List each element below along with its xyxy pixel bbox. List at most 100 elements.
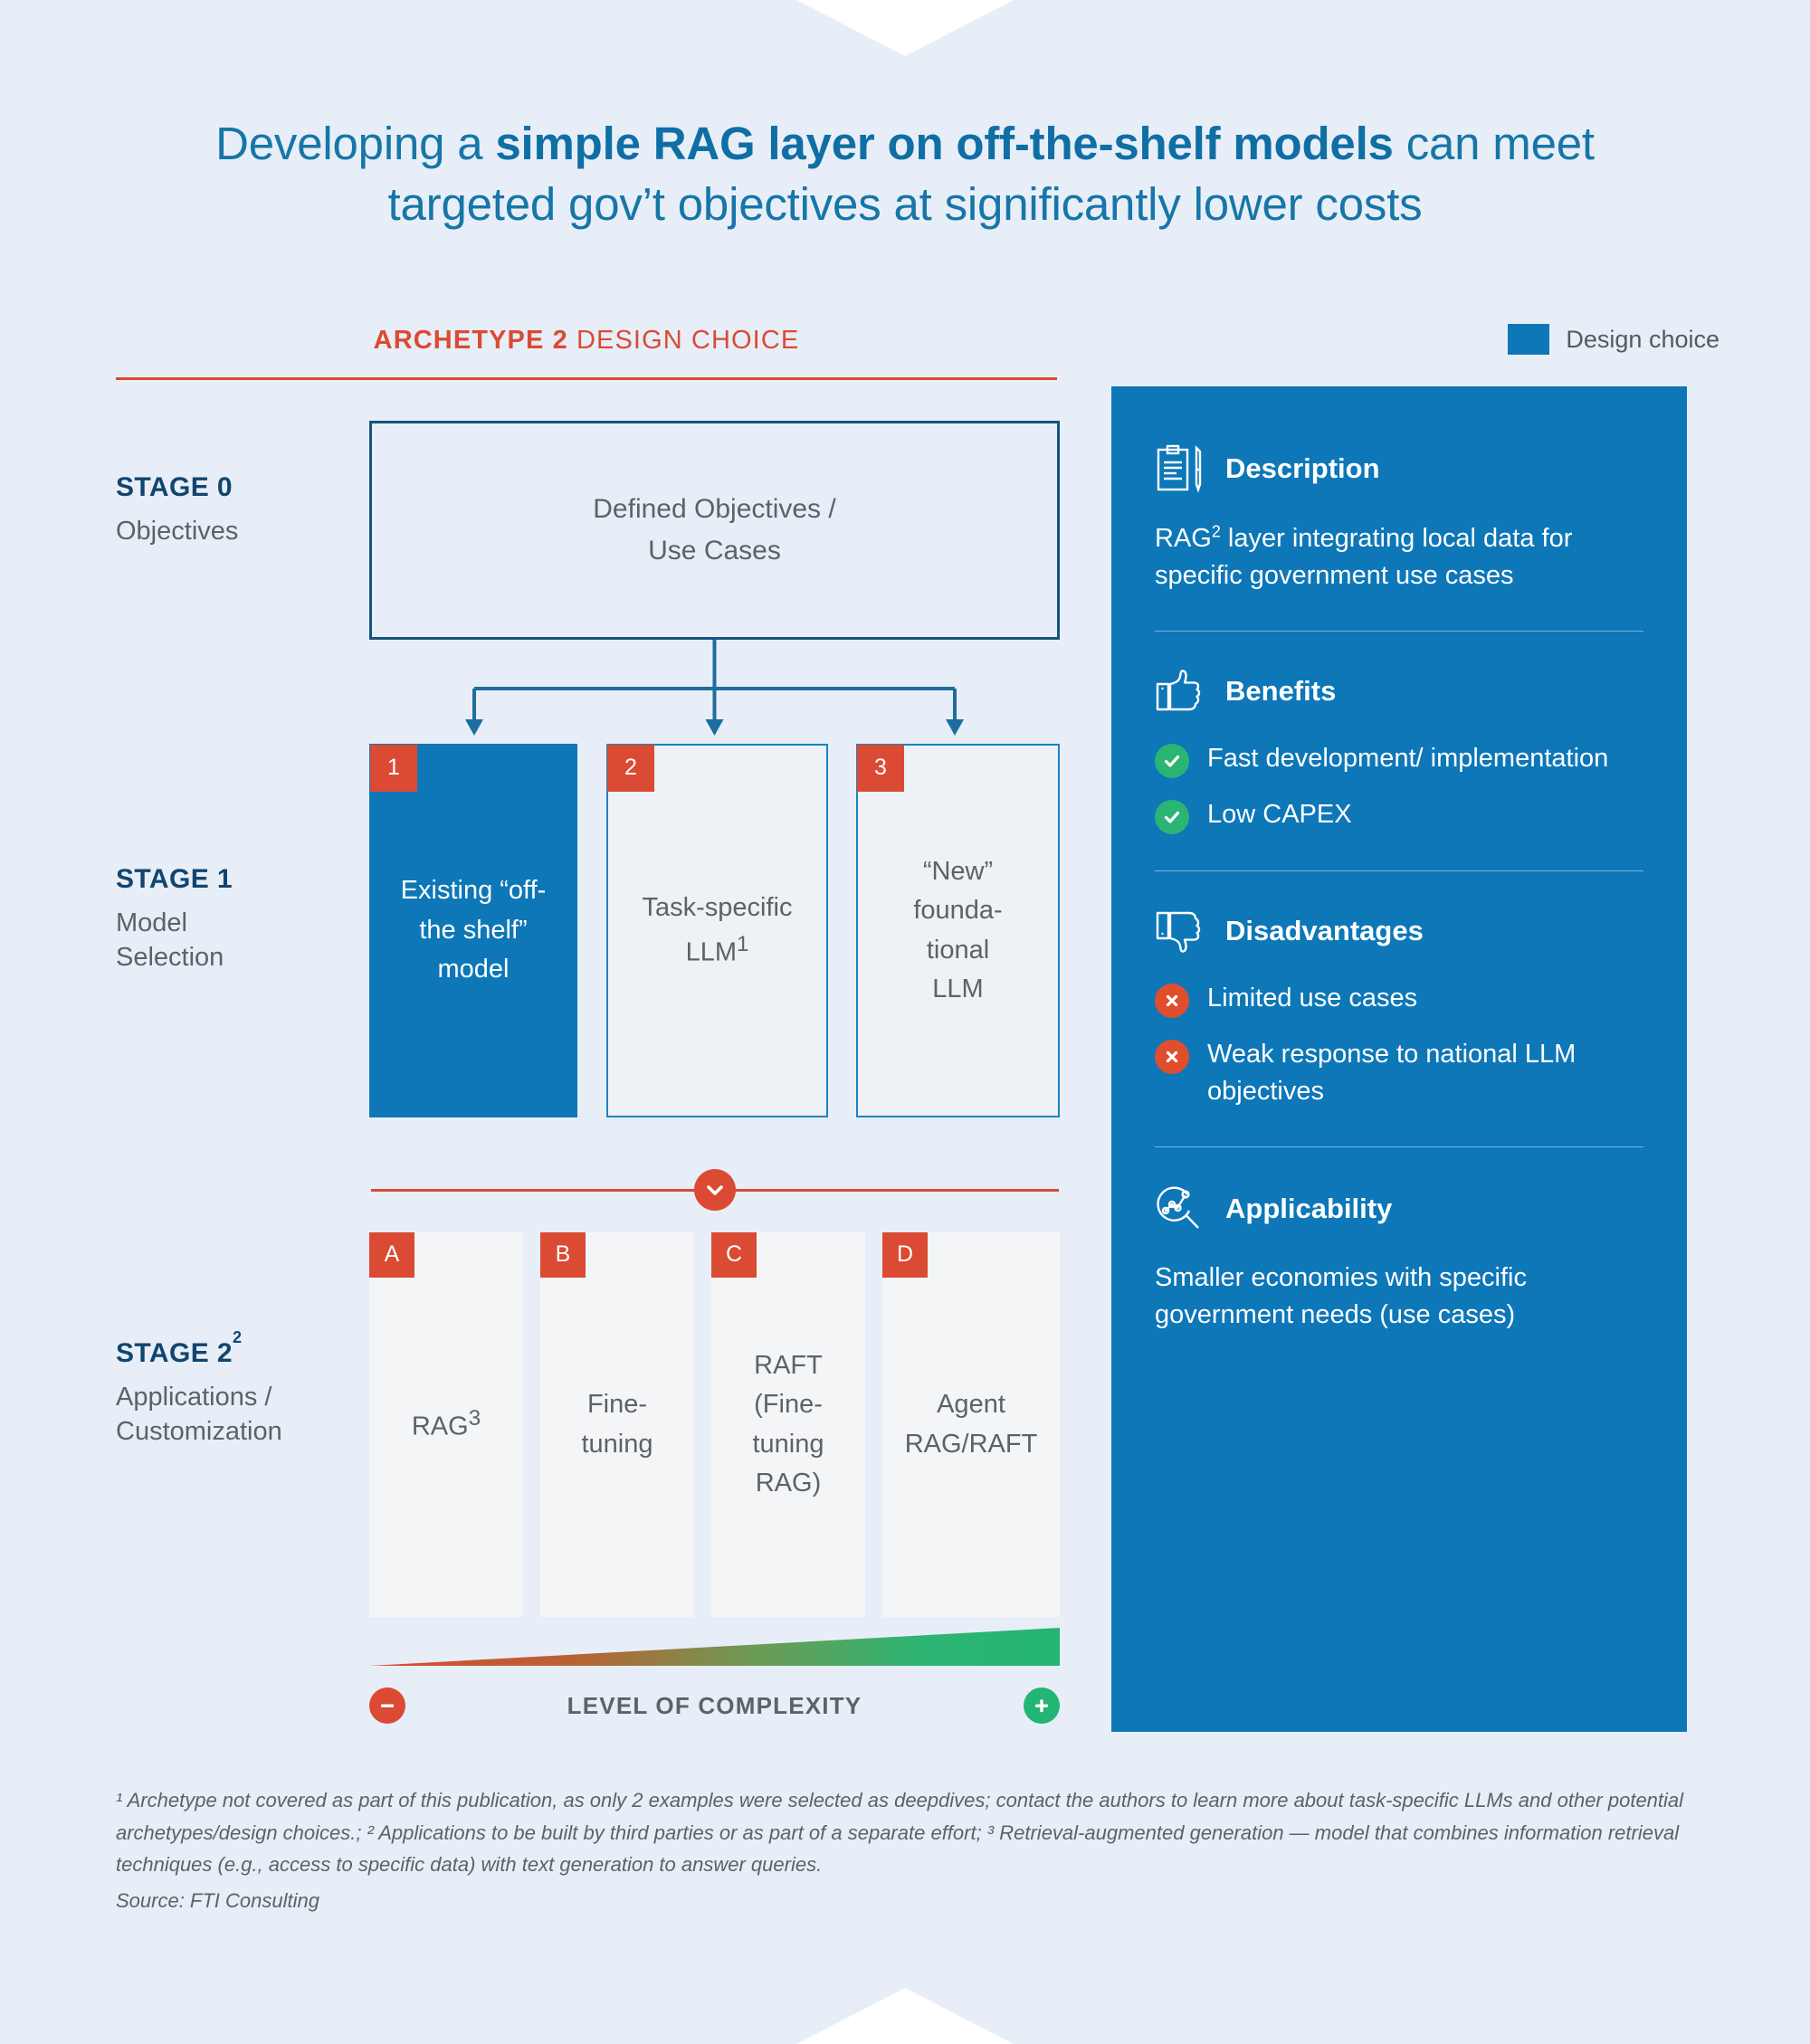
check-glyph [1164, 812, 1180, 823]
source-line: Source: FTI Consulting [116, 1888, 319, 1912]
benefit-item: Low CAPEX [1155, 796, 1643, 835]
stage2-card-a-footnote-marker: 3 [468, 1405, 481, 1431]
stage2-card-d-line2: RAG/RAFT [904, 1429, 1038, 1459]
check-icon [1155, 744, 1189, 779]
minus-icon [369, 1687, 405, 1724]
check-glyph [1164, 756, 1180, 767]
stage1-card-3-text: “New” founda- tional LLM [913, 852, 1002, 1010]
stage1-card-3-line1: “New” [922, 856, 994, 886]
benefit-item: Fast development/ implementation [1155, 740, 1643, 779]
stage2-card-a-line1: RAG3 [412, 1402, 481, 1447]
stage-1-subtitle-line2: Selection [116, 943, 224, 973]
page-title: Developing a simple RAG layer on off-the… [0, 113, 1810, 235]
stage-0-line2: Use Cases [648, 536, 781, 566]
stage-2-subtitle: Applications / Customization [116, 1380, 360, 1450]
stage2-card-fine-tuning[interactable]: B Fine- tuning [540, 1232, 694, 1617]
legend: Design choice [1508, 324, 1720, 355]
chevron-down-icon[interactable] [694, 1169, 736, 1211]
stage2-card-c-badge: C [711, 1232, 757, 1278]
panel-head-disadvantages: Disadvantages [1155, 908, 1643, 955]
stage-label-0: STAGE 0 Objectives [116, 472, 360, 548]
archetype-header-light: DESIGN CHOICE [567, 326, 800, 355]
benefit-text: Low CAPEX [1207, 800, 1352, 830]
stage1-card-2-line2: LLM1 [643, 928, 793, 973]
plus-icon [1024, 1687, 1060, 1724]
chevron-down-glyph [707, 1185, 723, 1195]
stage1-card-1-line2: the shelf” [419, 915, 528, 945]
magnifier-network-icon [1157, 1186, 1199, 1229]
plus-glyph [1035, 1699, 1048, 1713]
design-choice-detail-panel: Description RAG2 layer integrating local… [1111, 386, 1687, 1732]
stage2-card-c-text: RAFT (Fine- tuning RAG) [752, 1346, 824, 1504]
stage-0-box[interactable]: Defined Objectives / Use Cases [369, 421, 1060, 640]
clipboard-pen-icon [1157, 444, 1202, 493]
stage-2-number-text: STAGE 2 [116, 1338, 233, 1368]
panel-body-applicability: Smaller economies with specific governme… [1155, 1262, 1527, 1329]
complexity-scale: LEVEL OF COMPLEXITY [369, 1685, 1060, 1726]
panel-section-applicability: Applicability Smaller economies with spe… [1155, 1184, 1643, 1334]
panel-title-description: Description [1225, 452, 1380, 484]
bottom-notch-decoration [796, 1988, 1014, 2044]
stage-1-subtitle-line1: Model [116, 908, 187, 937]
stage1-card-2-line2-text: LLM [685, 937, 737, 967]
stage-2-subtitle-line2: Customization [116, 1417, 282, 1447]
title-bold: simple RAG layer on off-the-shelf models [495, 118, 1394, 169]
stage2-card-rag[interactable]: A RAG3 [369, 1232, 523, 1617]
stage-label-1: STAGE 1 Model Selection [116, 864, 360, 975]
stage1-card-2-text: Task-specific LLM1 [643, 889, 793, 973]
archetype-header-bold: ARCHETYPE 2 [373, 326, 568, 355]
panel-head-description: Description [1155, 442, 1643, 495]
stage1-card-1-badge: 1 [370, 745, 417, 792]
stage1-card-1-line3: model [437, 955, 510, 984]
stage2-card-d-badge: D [882, 1232, 928, 1278]
stage-0-box-text: Defined Objectives / Use Cases [593, 489, 835, 573]
cross-icon [1155, 984, 1189, 1019]
panel-section-disadvantages: Disadvantages Limited use cases [1155, 908, 1643, 1109]
panel-title-disadvantages: Disadvantages [1225, 915, 1424, 947]
description-footnote-marker: 2 [1211, 522, 1221, 541]
stage-0-subtitle: Objectives [116, 517, 239, 546]
panel-head-applicability: Applicability [1155, 1184, 1643, 1234]
stage-0-number: STAGE 0 [116, 472, 233, 502]
title-pre: Developing a [215, 118, 496, 169]
legend-swatch-design-choice [1508, 324, 1550, 355]
stage-2-subtitle-line1: Applications / [116, 1383, 272, 1412]
stage-1-subtitle: Model Selection [116, 906, 360, 975]
description-body-post: layer integrating local data for specifi… [1155, 524, 1573, 591]
stage2-card-a-badge: A [369, 1232, 414, 1278]
complexity-wedge-svg [369, 1628, 1060, 1666]
top-notch-decoration [796, 0, 1014, 56]
stage2-card-agent-rag-raft[interactable]: D Agent RAG/RAFT [882, 1232, 1060, 1617]
cross-glyph [1166, 995, 1178, 1007]
stage1-card-3-badge: 3 [857, 745, 904, 792]
stage2-card-d-text: Agent RAG/RAFT [905, 1385, 1038, 1464]
archetype-header: ARCHETYPE 2 DESIGN CHOICE [116, 326, 1057, 356]
cross-glyph [1166, 1051, 1178, 1063]
stage1-card-new-foundational-llm[interactable]: 3 “New” founda- tional LLM [856, 744, 1060, 1117]
stage1-card-3-line2: founda- [913, 896, 1003, 925]
stage-2-cards: A RAG3 B Fine- tuning C RAFT (Fine- tuni… [369, 1232, 1060, 1617]
connector-arrows [369, 640, 1060, 744]
stage2-card-raft[interactable]: C RAFT (Fine- tuning RAG) [711, 1232, 865, 1617]
stage1-card-existing-off-the-shelf-model[interactable]: 1 Existing “off- the shelf” model [369, 744, 577, 1117]
stage2-card-c-line3: tuning [752, 1429, 824, 1459]
stage2-card-a-line1-text: RAG [411, 1412, 469, 1441]
stage1-card-2-badge: 2 [607, 745, 654, 792]
complexity-label: LEVEL OF COMPLEXITY [567, 1691, 862, 1719]
panel-rule-2 [1155, 870, 1643, 872]
stage1-card-task-specific-llm[interactable]: 2 Task-specific LLM1 [606, 744, 828, 1117]
stage-divider [371, 1169, 1059, 1211]
panel-title-applicability: Applicability [1225, 1192, 1393, 1224]
disadvantage-item: Limited use cases [1155, 980, 1643, 1019]
panel-section-benefits: Benefits Fast development/ implementatio… [1155, 668, 1643, 835]
panel-rule-3 [1155, 1146, 1643, 1147]
stage1-card-1-line1: Existing “off- [400, 876, 547, 906]
thumbs-down-icon [1156, 912, 1201, 953]
disadvantage-text: Limited use cases [1207, 984, 1418, 1013]
stage2-card-c-line1: RAFT [754, 1350, 823, 1380]
stage2-card-b-line2: tuning [581, 1429, 653, 1459]
footnotes: ¹ Archetype not covered as part of this … [116, 1784, 1691, 1917]
legend-label-design-choice: Design choice [1566, 325, 1720, 353]
stage1-card-1-text: Existing “off- the shelf” model [401, 871, 547, 990]
